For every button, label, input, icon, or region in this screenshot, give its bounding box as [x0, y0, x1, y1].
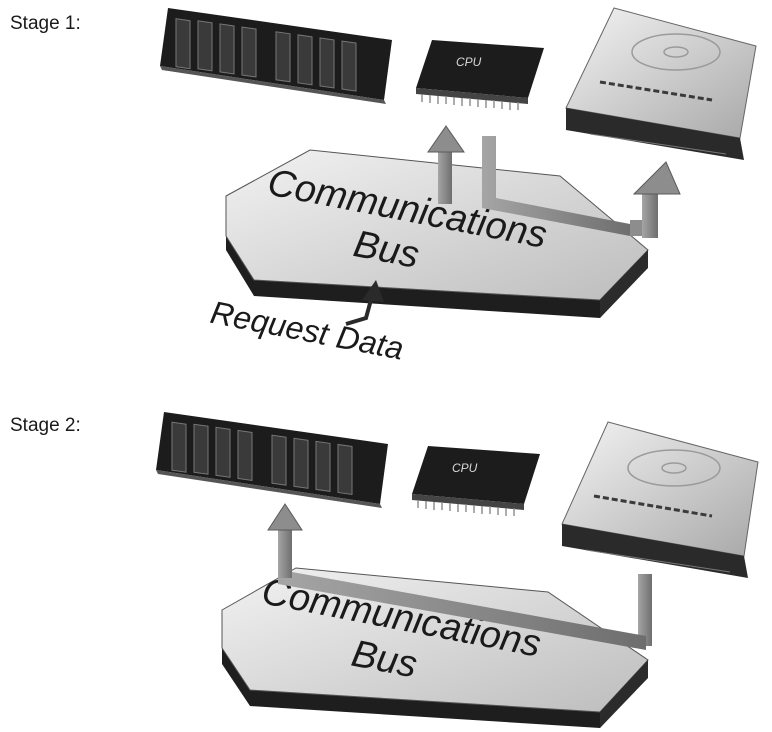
communications-bus: Communications Bus — [225, 149, 649, 318]
stage-2: Stage 2: — [10, 412, 759, 728]
ram-module-icon — [160, 8, 392, 104]
arrow-icon — [345, 280, 384, 326]
cpu-chip-label: CPU — [452, 461, 478, 475]
communications-bus: Communications Bus — [221, 567, 649, 728]
hard-drive-icon — [565, 7, 757, 160]
cpu-chip-icon: CPU — [416, 40, 544, 110]
stage-1-label: Stage 1: — [10, 13, 81, 34]
cpu-chip-icon: CPU — [412, 446, 540, 516]
stage-1: Stage 1: — [10, 7, 757, 367]
arrow-icon — [427, 125, 465, 204]
arrow-icon — [267, 503, 652, 650]
ram-module-icon — [156, 412, 388, 508]
request-data-annotation: Request Data — [208, 294, 407, 367]
hard-drive-icon — [561, 421, 759, 578]
stage-2-label: Stage 2: — [10, 415, 81, 436]
arrow-icon — [482, 136, 681, 238]
cpu-chip-label: CPU — [456, 55, 482, 69]
